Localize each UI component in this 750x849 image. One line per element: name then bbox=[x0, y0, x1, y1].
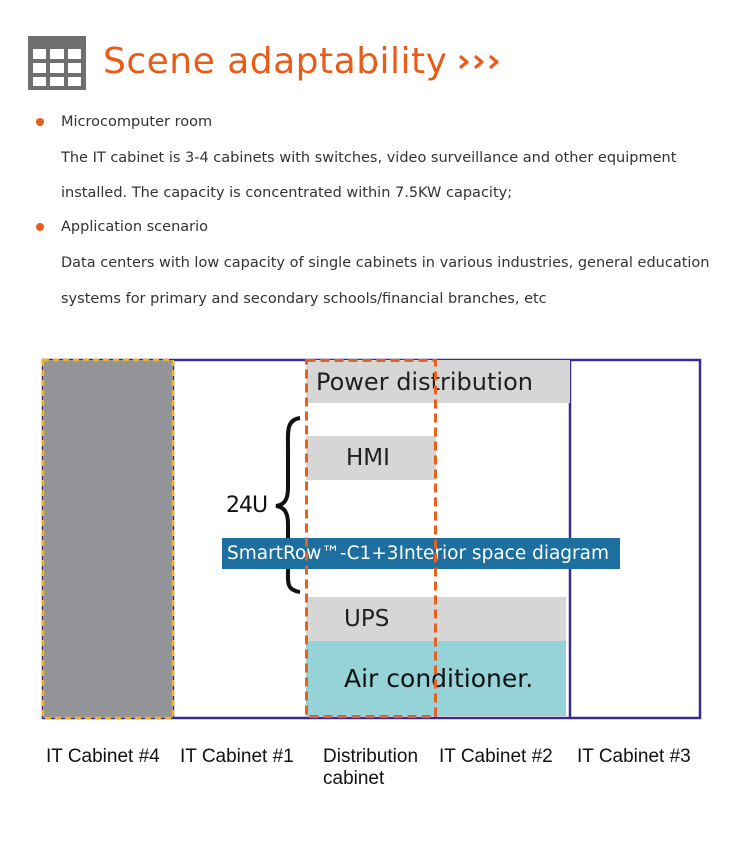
diagram-banner: SmartRow™-C1+3Interior space diagram bbox=[222, 538, 620, 569]
section-text-line: systems for primary and secondary school… bbox=[61, 291, 547, 307]
rack-units-label: 24U bbox=[226, 493, 268, 518]
hmi-label: HMI bbox=[346, 445, 390, 471]
cabinet-label: IT Cabinet #2 bbox=[439, 746, 553, 767]
cabinet-4-dashed-border bbox=[41, 358, 175, 720]
power-distribution-module: Power distribution bbox=[306, 360, 570, 403]
diagram-banner-text: SmartRow™-C1+3Interior space diagram bbox=[227, 543, 610, 564]
ups-module: UPS bbox=[306, 597, 566, 641]
cabinet-label: IT Cabinet #4 bbox=[46, 746, 160, 767]
section-text-line: installed. The capacity is concentrated … bbox=[61, 185, 513, 201]
page-title: Scene adaptability bbox=[103, 41, 448, 82]
cabinet-4-block bbox=[43, 360, 173, 718]
section-heading: Microcomputer room bbox=[61, 114, 213, 130]
chevrons-right-icon bbox=[459, 55, 499, 69]
section-text-line: The IT cabinet is 3-4 cabinets with swit… bbox=[61, 150, 677, 166]
bullet-dot bbox=[36, 223, 44, 231]
grid-icon bbox=[28, 36, 86, 90]
ups-label: UPS bbox=[344, 606, 390, 632]
air-conditioner-module: Air conditioner. bbox=[306, 641, 566, 716]
cabinet-label: Distribution cabinet bbox=[323, 746, 419, 789]
bullet-dot bbox=[36, 118, 44, 126]
section-heading: Application scenario bbox=[61, 219, 209, 235]
power-distribution-label: Power distribution bbox=[316, 367, 533, 396]
air-conditioner-label: Air conditioner. bbox=[344, 664, 534, 693]
hmi-module: HMI bbox=[306, 436, 436, 480]
cabinet-label: IT Cabinet #1 bbox=[180, 746, 294, 767]
section-text-line: Data centers with low capacity of single… bbox=[61, 255, 710, 271]
cabinet-label: IT Cabinet #3 bbox=[577, 746, 691, 767]
